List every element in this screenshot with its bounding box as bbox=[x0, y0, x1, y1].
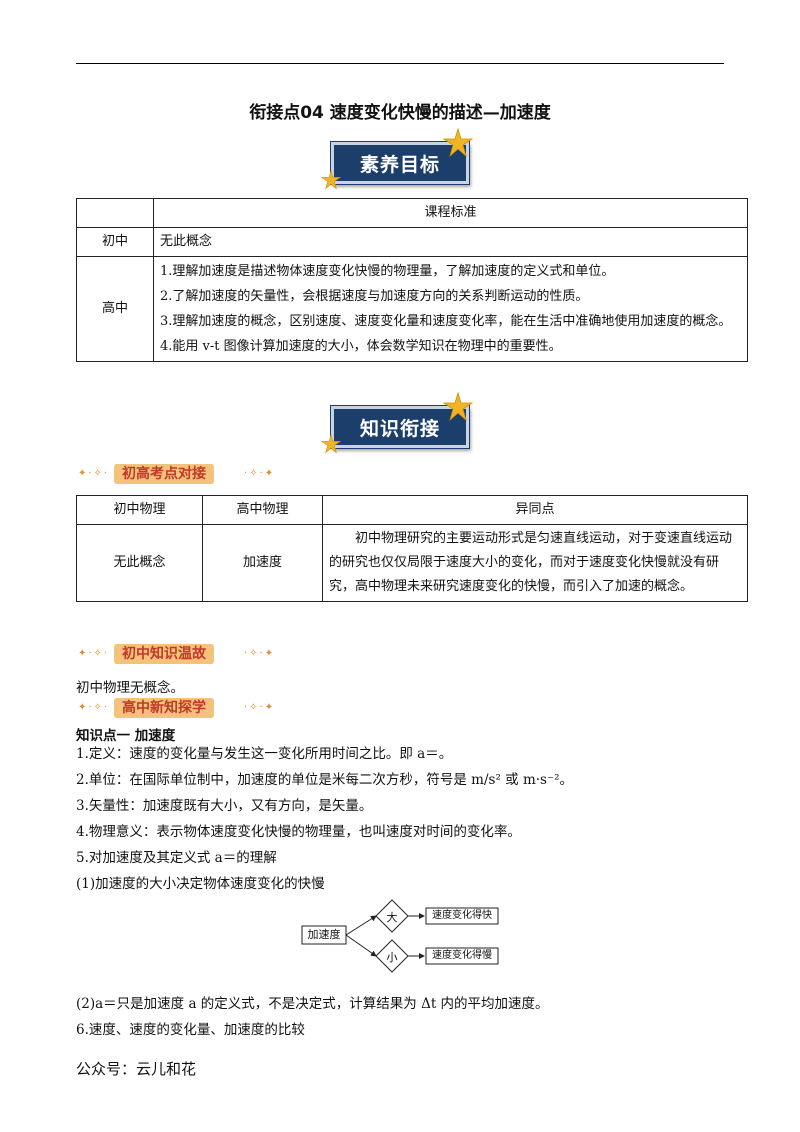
senior-cell: 加速度 bbox=[202, 524, 323, 602]
subheading-exam-points: ✦·✧· 初高考点对接 ·✧·✦ bbox=[76, 462, 296, 486]
content-line: 1.定义：速度的变化量与发生这一变化所用时间之比。即 a＝。 bbox=[76, 746, 453, 762]
standard-line: 2.了解加速度的矢量性，会根据速度与加速度方向的关系判断运动的性质。 bbox=[160, 289, 589, 304]
table-header-cell: 异同点 bbox=[322, 495, 748, 525]
table-row: 高中 1.理解加速度是描述物体速度变化快慢的物理量，了解加速度的定义式和单位。 … bbox=[76, 256, 748, 362]
content-line: 2.单位：在国际单位制中，加速度的单位是米每二次方秒，符号是 m/s² 或 m·… bbox=[76, 772, 574, 788]
sparkle-icon: ✦·✧· bbox=[78, 702, 110, 713]
table-row: 无此概念 加速度 初中物理研究的主要运动形式是匀速直线运动，对于变速直线运动的研… bbox=[76, 524, 748, 602]
star-icon bbox=[443, 392, 473, 422]
sparkle-icon: ·✧·✦ bbox=[244, 648, 276, 659]
star-icon bbox=[443, 128, 473, 158]
subheading-label: 初中知识温故 bbox=[114, 644, 214, 664]
acceleration-diagram: 加速度 大 小 速度变化得快 速度变化得慢 bbox=[300, 896, 510, 976]
star-icon bbox=[321, 434, 341, 454]
comparison-table: 初中物理 高中物理 异同点 无此概念 加速度 初中物理研究的主要运动形式是匀速直… bbox=[76, 495, 748, 602]
content-line: 5.对加速度及其定义式 a＝的理解 bbox=[76, 850, 277, 866]
banner-literacy-goals: 素养目标 bbox=[321, 128, 475, 190]
knowledge-point-title: 知识点一 加速度 bbox=[76, 728, 176, 744]
diagram-root-label: 加速度 bbox=[307, 928, 341, 941]
subheading-senior-new: ✦·✧· 高中新知探学 ·✧·✦ bbox=[76, 696, 296, 720]
header-rule bbox=[76, 63, 724, 64]
table-header-cell: 初中物理 bbox=[76, 495, 203, 525]
banner-label: 素养目标 bbox=[331, 142, 469, 184]
standard-line: 3.理解加速度的概念，区别速度、速度变化量和速度变化率，能在生活中准确地使用加速… bbox=[160, 314, 732, 329]
content-line: 4.物理意义：表示物体速度变化快慢的物理量，也叫速度对时间的变化率。 bbox=[76, 824, 521, 840]
diagram-small-label: 小 bbox=[386, 951, 398, 964]
sparkle-icon: ✦·✧· bbox=[78, 648, 110, 659]
subheading-junior-review: ✦·✧· 初中知识温故 ·✧·✦ bbox=[76, 642, 296, 666]
level-cell: 初中 bbox=[76, 227, 154, 257]
table-row: 初中 无此概念 bbox=[76, 227, 748, 257]
standard-cell: 1.理解加速度是描述物体速度变化快慢的物理量，了解加速度的定义式和单位。 2.了… bbox=[153, 256, 748, 362]
diagram-big-label: 大 bbox=[386, 911, 398, 924]
subheading-label: 高中新知探学 bbox=[114, 698, 214, 718]
standard-line: 1.理解加速度是描述物体速度变化快慢的物理量，了解加速度的定义式和单位。 bbox=[160, 264, 615, 279]
content-line: 3.矢量性：加速度既有大小，又有方向，是矢量。 bbox=[76, 798, 373, 814]
content-line: 6.速度、速度的变化量、加速度的比较 bbox=[76, 1022, 305, 1038]
standard-line: 4.能用 v-t 图像计算加速度的大小，体会数学知识在物理中的重要性。 bbox=[160, 339, 562, 354]
content-line: (1)加速度的大小决定物体速度变化的快慢 bbox=[76, 876, 325, 892]
star-icon bbox=[321, 170, 341, 190]
table-header-cell: 高中物理 bbox=[202, 495, 323, 525]
sparkle-icon: ·✧·✦ bbox=[244, 702, 276, 713]
banner-knowledge-bridge: 知识衔接 bbox=[321, 392, 475, 454]
banner-label: 知识衔接 bbox=[331, 406, 469, 448]
footer-account: 公众号：云儿和花 bbox=[76, 1060, 197, 1078]
curriculum-standards-table: 课程标准 初中 无此概念 高中 1.理解加速度是描述物体速度变化快慢的物理量，了… bbox=[76, 198, 748, 362]
level-cell: 高中 bbox=[76, 256, 154, 362]
subheading-label: 初高考点对接 bbox=[114, 464, 214, 484]
diagram-lines bbox=[301, 899, 499, 973]
sparkle-icon: ·✧·✦ bbox=[244, 468, 276, 479]
sparkle-icon: ✦·✧· bbox=[78, 468, 110, 479]
content-line: (2)a＝只是加速度 a 的定义式，不是决定式，计算结果为 Δt 内的平均加速度… bbox=[76, 996, 549, 1012]
table-header-row: 课程标准 bbox=[76, 198, 748, 228]
junior-review-text: 初中物理无概念。 bbox=[76, 680, 184, 696]
diagram-slow-label: 速度变化得慢 bbox=[432, 950, 492, 961]
table-header-row: 初中物理 高中物理 异同点 bbox=[76, 495, 748, 525]
diagram-fast-label: 速度变化得快 bbox=[432, 910, 492, 921]
junior-cell: 无此概念 bbox=[76, 524, 203, 602]
page-title: 衔接点04 速度变化快慢的描述—加速度 bbox=[249, 103, 551, 123]
table-header-cell: 课程标准 bbox=[153, 198, 748, 228]
standard-cell: 无此概念 bbox=[153, 227, 748, 257]
difference-cell: 初中物理研究的主要运动形式是匀速直线运动，对于变速直线运动的研究也仅仅局限于速度… bbox=[322, 524, 748, 602]
